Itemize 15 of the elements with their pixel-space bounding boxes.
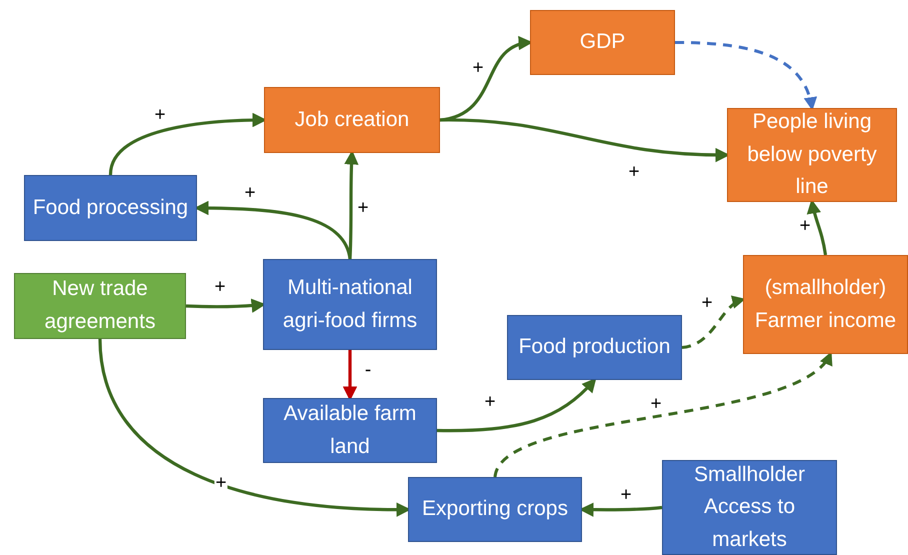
process-box: Smallholder Access to markets	[662, 460, 837, 555]
process-box: Multi-national agri-food firms	[263, 259, 437, 350]
process-box: Available farm land	[263, 398, 437, 463]
process-box: Food production	[507, 315, 682, 380]
arrow	[494, 352, 832, 478]
arrow	[437, 378, 596, 432]
process-box: New trade agreements	[14, 273, 186, 339]
process-box: People living below poverty line	[727, 108, 897, 202]
process-box: (smallholder) Farmer income	[743, 255, 908, 354]
arrow	[342, 350, 358, 401]
process-box: GDP	[530, 10, 675, 75]
arrow	[674, 41, 816, 111]
process-box: Exporting crops	[408, 477, 582, 542]
process-box: Food processing	[24, 175, 197, 241]
process-box: Job creation	[264, 87, 440, 153]
